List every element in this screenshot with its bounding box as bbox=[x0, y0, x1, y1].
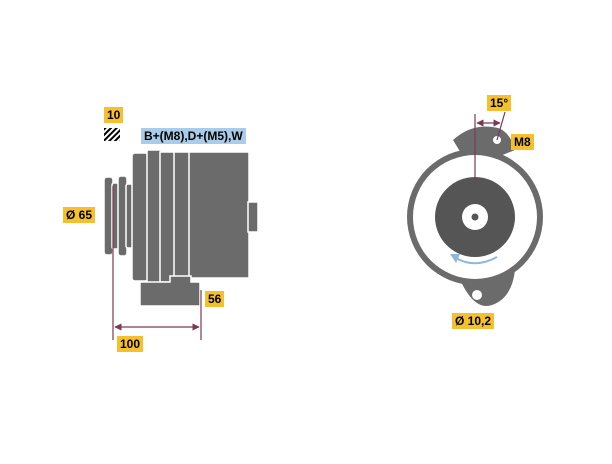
mounting-foot bbox=[139, 275, 201, 307]
stator-body bbox=[159, 151, 259, 283]
label-angle: 15° bbox=[487, 95, 512, 111]
rotation-arrowhead-icon bbox=[450, 254, 460, 263]
label-hole-diameter: Ø 10,2 bbox=[452, 313, 495, 329]
label-length-100: 100 bbox=[117, 336, 144, 352]
shaft-center bbox=[471, 213, 479, 221]
label-thread: M8 bbox=[511, 134, 534, 150]
label-pulley-diameter: Ø 65 bbox=[63, 207, 96, 223]
angle-reference-slanted bbox=[496, 111, 506, 141]
side-view bbox=[103, 149, 259, 340]
pulley bbox=[103, 175, 134, 257]
front-flange bbox=[131, 149, 162, 285]
lower-mounting-hole bbox=[471, 289, 483, 301]
label-number-10: 10 bbox=[104, 107, 124, 123]
label-terminals: B+(M8),D+(M5),W bbox=[141, 128, 246, 144]
hatched-square-icon bbox=[104, 128, 120, 141]
label-height-56: 56 bbox=[205, 291, 225, 307]
front-view bbox=[407, 111, 543, 306]
rotation-arrow-icon bbox=[455, 256, 498, 265]
